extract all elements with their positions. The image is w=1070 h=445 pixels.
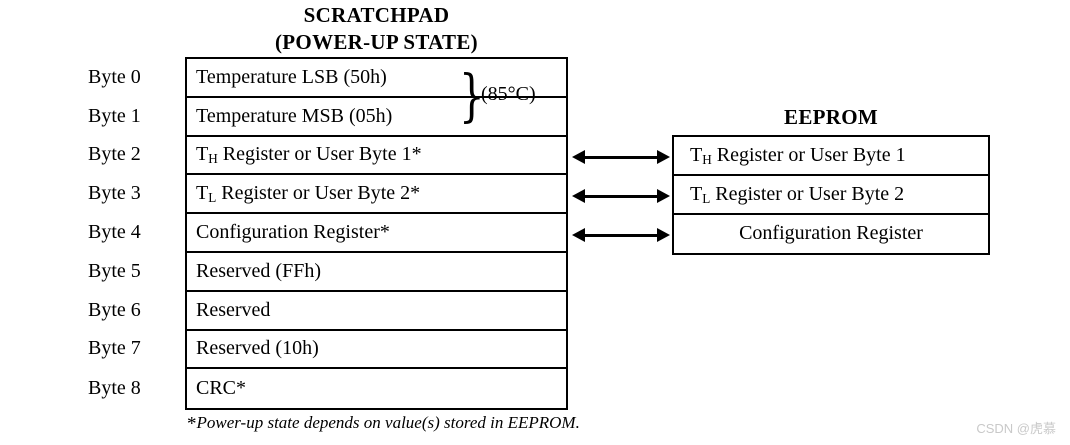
scratchpad-byte3-rest: Register or User Byte 2*	[216, 182, 421, 205]
byte-label-8: Byte 8	[88, 377, 141, 400]
arrow-right-head-icon	[657, 189, 670, 203]
th-subscript: H	[208, 151, 218, 167]
arrow-left-head-icon	[572, 150, 585, 164]
arrow-right-head-icon	[657, 228, 670, 242]
eeprom-tl-register-text: TL Register or User Byte 2	[690, 183, 904, 206]
arrow-tl-register	[572, 189, 670, 203]
table-row: Byte 6 Reserved	[88, 292, 566, 331]
scratchpad-title-line2: (POWER-UP STATE)	[275, 30, 478, 54]
footnote-text: Power-up state depends on value(s) store…	[196, 413, 580, 432]
table-row: Byte 7 Reserved (10h)	[88, 331, 566, 370]
arrow-shaft	[583, 195, 659, 198]
th-subscript: H	[702, 151, 712, 167]
tl-symbol: T	[690, 182, 703, 205]
table-row: Byte 5 Reserved (FFh)	[88, 253, 566, 292]
arrow-configuration-register	[572, 228, 670, 242]
arrow-left-head-icon	[572, 228, 585, 242]
table-row: Byte 3 TL Register or User Byte 2*	[88, 175, 566, 215]
scratchpad-byte6-text: Reserved	[196, 298, 271, 321]
eeprom-th-register-text: TH Register or User Byte 1	[690, 144, 906, 167]
table-row: Byte 8 CRC*	[88, 369, 566, 408]
eeprom-memory-map: TH Register or User Byte 1 TL Register o…	[672, 135, 990, 256]
table-row: Byte 4 Configuration Register*	[88, 214, 566, 253]
footnote-asterisk: *	[187, 413, 197, 435]
tl-symbol: T	[196, 182, 209, 205]
table-row: Byte 2 TH Register or User Byte 1*	[88, 137, 566, 176]
byte-label-2: Byte 2	[88, 143, 141, 166]
scratchpad-title: SCRATCHPAD (POWER-UP STATE)	[185, 2, 568, 56]
temperature-tick-mark	[554, 96, 568, 98]
scratchpad-byte0-text: Temperature LSB (50h)	[196, 65, 387, 88]
eeprom-row1-rest: Register or User Byte 2	[710, 182, 905, 205]
arrow-right-head-icon	[657, 150, 670, 164]
arrow-shaft	[583, 234, 659, 237]
scratchpad-byte2-rest: Register or User Byte 1*	[217, 143, 422, 166]
tl-subscript: L	[208, 190, 217, 206]
byte-label-3: Byte 3	[88, 182, 141, 205]
th-symbol: T	[196, 143, 209, 166]
eeprom-row0-rest: Register or User Byte 1	[711, 143, 906, 166]
scratchpad-byte2-text: TH Register or User Byte 1*	[187, 143, 422, 166]
temperature-annotation: (85°C)	[481, 83, 536, 105]
scratchpad-memory-map: Byte 0 Temperature LSB (50h) Byte 1 Temp…	[88, 57, 568, 411]
table-row: TL Register or User Byte 2	[674, 176, 988, 215]
scratchpad-byte8-text: CRC*	[196, 377, 247, 400]
table-row: TH Register or User Byte 1	[674, 137, 988, 176]
byte-label-4: Byte 4	[88, 221, 141, 244]
watermark: CSDN @虎慕	[976, 421, 1056, 436]
arrow-shaft	[583, 156, 659, 159]
eeprom-title: EEPROM	[784, 105, 878, 129]
arrow-th-register	[572, 150, 670, 164]
table-row: Byte 0 Temperature LSB (50h)	[88, 59, 566, 98]
scratchpad-byte4-text: Configuration Register*	[196, 221, 390, 244]
footnote: *Power-up state depends on value(s) stor…	[187, 413, 580, 436]
th-symbol: T	[690, 143, 703, 166]
table-row: Byte 1 Temperature MSB (05h)	[88, 98, 566, 137]
scratchpad-byte1-text: Temperature MSB (05h)	[196, 104, 393, 127]
scratchpad-byte3-text: TL Register or User Byte 2*	[187, 182, 420, 205]
byte-label-1: Byte 1	[88, 104, 141, 127]
table-row: Configuration Register	[674, 215, 988, 254]
arrow-left-head-icon	[572, 189, 585, 203]
scratchpad-byte7-text: Reserved (10h)	[196, 337, 319, 360]
scratchpad-byte5-text: Reserved (FFh)	[196, 259, 321, 282]
tl-subscript: L	[702, 190, 711, 206]
eeprom-configuration-register-text: Configuration Register	[739, 222, 923, 245]
byte-label-6: Byte 6	[88, 298, 141, 321]
byte-label-7: Byte 7	[88, 337, 141, 360]
byte-label-5: Byte 5	[88, 259, 141, 282]
byte-label-0: Byte 0	[88, 65, 141, 88]
scratchpad-title-line1: SCRATCHPAD	[303, 3, 450, 27]
